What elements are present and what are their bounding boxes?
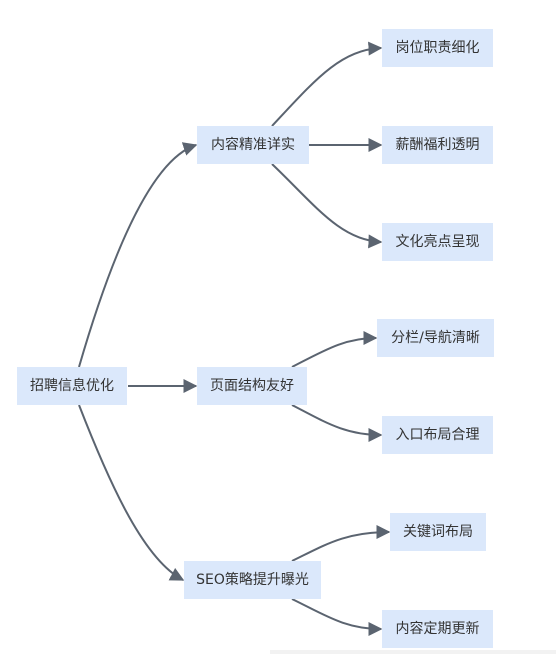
leaf-node-job-duties: 岗位职责细化 bbox=[382, 29, 493, 67]
edge-layout-to-navigation bbox=[291, 331, 378, 368]
edge-root-to-content bbox=[78, 142, 198, 368]
leaf-node-navigation: 分栏/导航清晰 bbox=[377, 319, 494, 357]
edge-layout-to-entry bbox=[291, 404, 383, 442]
leaf-node-keywords: 关键词布局 bbox=[390, 513, 486, 551]
branch-node-layout: 页面结构友好 bbox=[197, 367, 307, 405]
leaf-node-entry-layout: 入口布局合理 bbox=[382, 416, 493, 454]
bottom-edge-shade bbox=[270, 650, 556, 654]
leaf-node-culture-highlights: 文化亮点呈现 bbox=[382, 223, 493, 261]
edge-content-to-job-duties bbox=[271, 41, 383, 127]
edge-seo-to-updates bbox=[291, 598, 383, 636]
leaf-node-content-updates: 内容定期更新 bbox=[382, 610, 493, 648]
edge-root-to-seo bbox=[78, 404, 185, 581]
branch-node-content: 内容精准详实 bbox=[197, 126, 309, 164]
edge-seo-to-keywords bbox=[291, 525, 391, 562]
leaf-node-salary-benefits: 薪酬福利透明 bbox=[382, 126, 493, 164]
edge-content-to-culture bbox=[271, 163, 383, 249]
branch-node-seo: SEO策略提升曝光 bbox=[184, 561, 321, 599]
root-node: 招聘信息优化 bbox=[17, 367, 127, 405]
